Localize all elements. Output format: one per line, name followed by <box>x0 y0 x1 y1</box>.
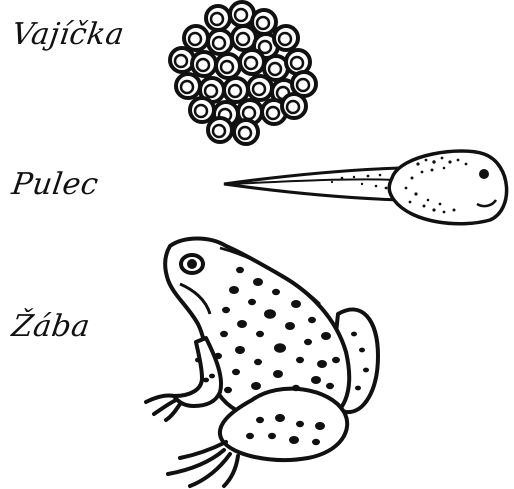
frog-spot <box>285 322 295 330</box>
frog-spot <box>232 369 240 375</box>
frog-spot <box>363 368 369 373</box>
frog-spot <box>224 387 232 393</box>
frog-spot <box>273 370 283 378</box>
frog-spot <box>296 357 304 363</box>
frog-spot <box>274 343 286 353</box>
frog-icon <box>140 230 390 489</box>
frog-spot <box>326 383 334 389</box>
egg <box>234 120 258 144</box>
egg <box>190 98 214 122</box>
frog-spot <box>222 307 230 313</box>
frog-eggs-cluster-icon <box>158 0 323 140</box>
frog-spot <box>296 421 304 427</box>
egg <box>206 6 230 30</box>
label-eggs: Vajíčka <box>10 20 126 50</box>
frog-spot <box>209 374 215 379</box>
frog-spot <box>256 417 264 423</box>
frog-spot <box>289 436 299 444</box>
egg <box>282 94 306 118</box>
frog-spot <box>229 286 239 294</box>
label-tadpole: Pulec <box>10 170 100 200</box>
frog-spot <box>236 267 244 273</box>
frog-spot <box>256 331 264 337</box>
frog-spot <box>315 422 325 430</box>
frog-spot <box>291 300 301 308</box>
egg <box>192 52 216 76</box>
egg <box>208 118 232 142</box>
egg <box>216 54 240 78</box>
frog-spot <box>351 332 357 337</box>
frog-spot <box>248 299 256 305</box>
frog-spot <box>317 360 327 368</box>
egg <box>248 76 272 100</box>
frog-spot <box>253 278 263 286</box>
frog-spot <box>332 357 340 363</box>
frog-spot <box>237 320 247 328</box>
frog-spot <box>203 378 209 383</box>
frog-spot <box>264 309 276 319</box>
egg <box>224 78 248 102</box>
frog-spot <box>308 317 316 323</box>
frog-spot <box>214 353 222 359</box>
frog-spot <box>355 386 361 391</box>
frog-spot <box>268 433 276 439</box>
frog-spot <box>246 433 254 439</box>
egg <box>170 48 194 72</box>
egg <box>184 26 208 50</box>
egg <box>208 30 232 54</box>
frog-spot <box>235 346 245 354</box>
frog-spot <box>321 332 331 340</box>
frog-spot <box>195 358 201 363</box>
label-frog: Žába <box>10 312 92 342</box>
frog-spot <box>251 382 261 390</box>
frog-spot <box>272 289 280 295</box>
frog-spot <box>304 339 312 345</box>
tadpole-icon <box>222 148 514 228</box>
frog-spot <box>275 414 285 422</box>
frog-spot <box>359 348 365 353</box>
frog-spot <box>311 376 321 384</box>
egg <box>240 50 264 74</box>
frog-spot <box>220 331 228 337</box>
frog-spot <box>254 359 262 365</box>
frog-spot <box>292 385 300 391</box>
egg <box>274 26 298 50</box>
frog-spot <box>312 439 320 445</box>
egg <box>176 74 200 98</box>
